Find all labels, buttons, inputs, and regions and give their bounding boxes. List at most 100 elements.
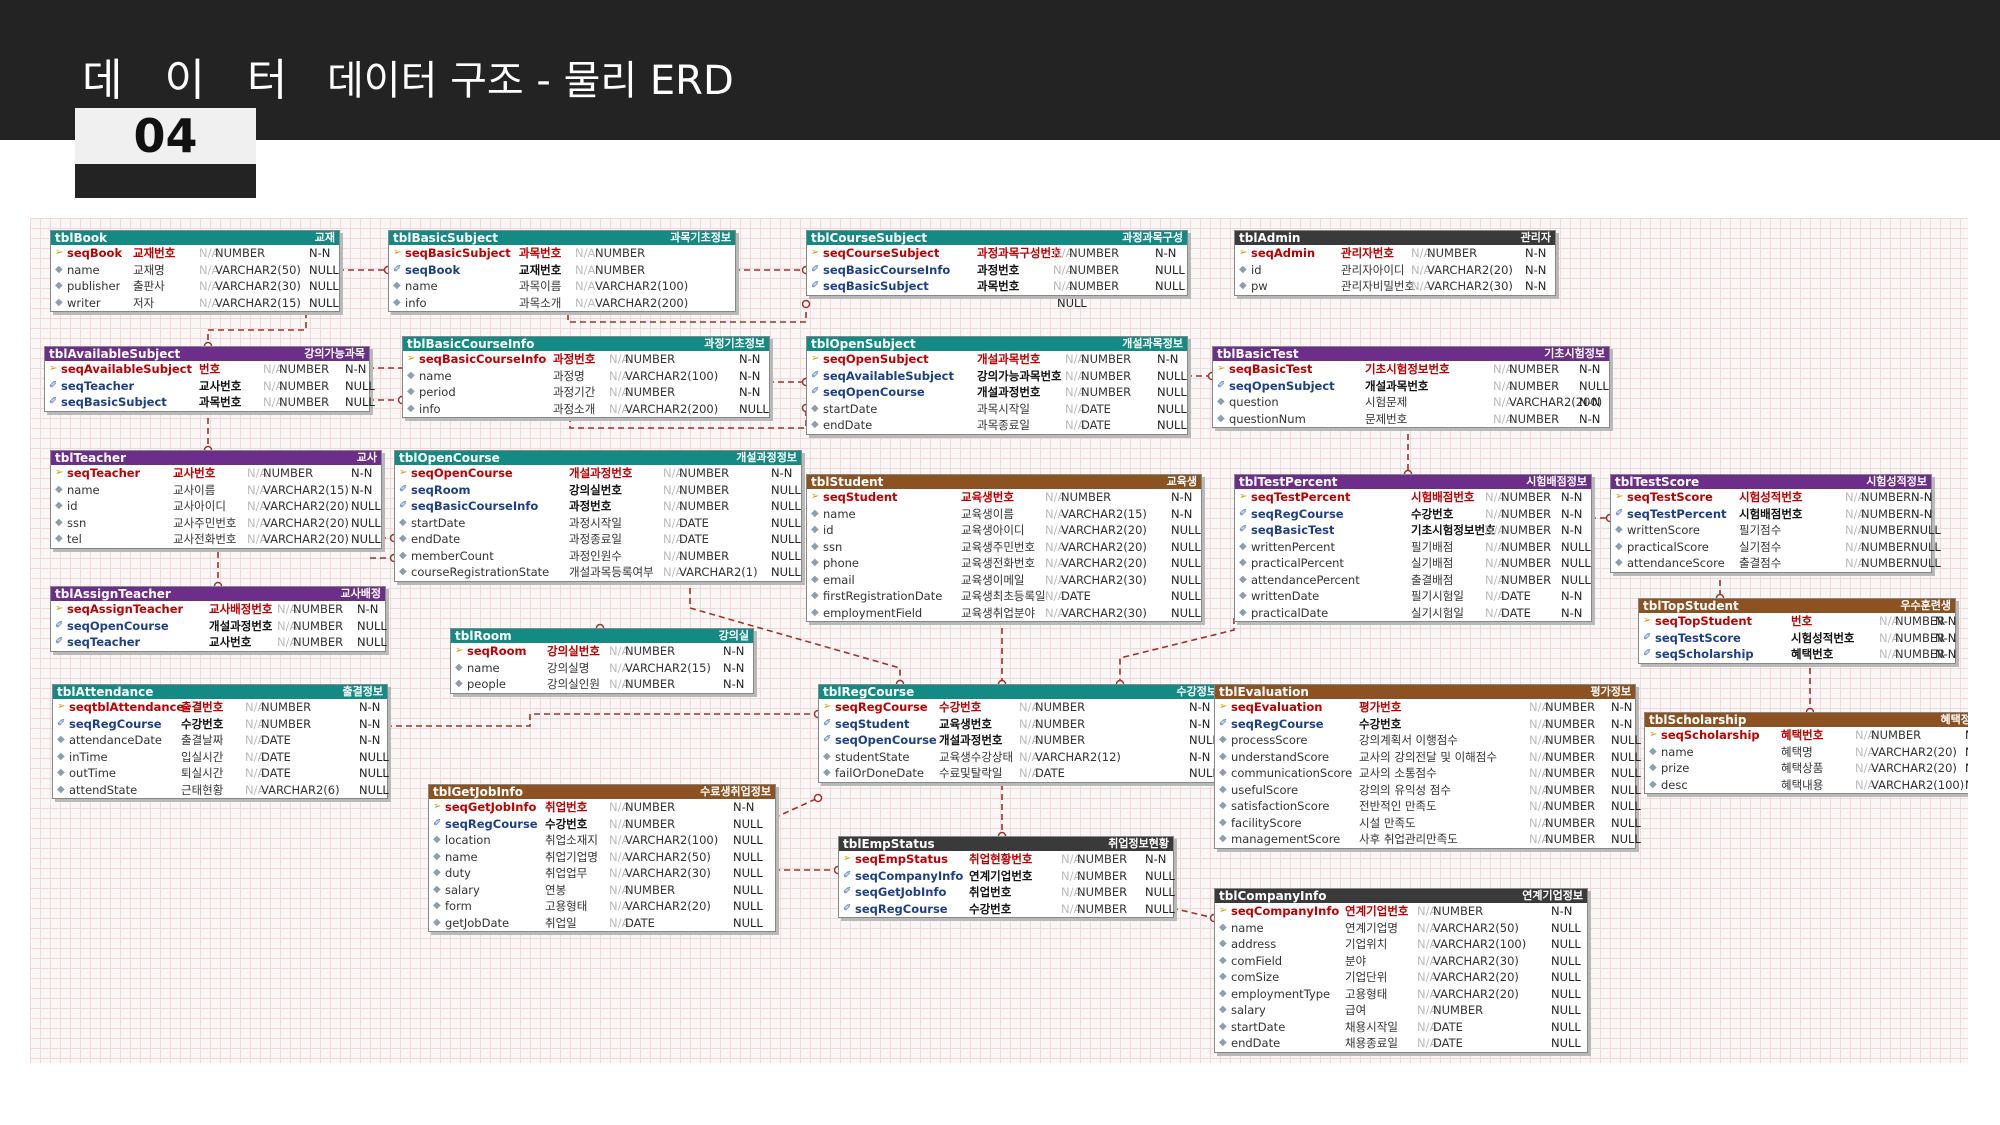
column-nullability: N-N xyxy=(1911,506,1933,521)
column-name: name xyxy=(419,368,452,383)
column-type: NUMBER xyxy=(1895,614,1946,628)
column-nullability: N-N xyxy=(1525,262,1547,277)
column-korean-name: 출결번호 xyxy=(181,700,224,714)
attribute-icon: ◆ xyxy=(811,606,819,618)
attribute-icon: ◆ xyxy=(433,916,441,928)
column-type: DATE xyxy=(1035,766,1065,780)
column-type: DATE xyxy=(1081,401,1111,416)
column-name: endDate xyxy=(1231,1036,1281,1050)
primary-key-icon: ➢ xyxy=(1219,701,1228,712)
column-nullability: NULL xyxy=(1965,744,1968,761)
column-na: N/A xyxy=(1417,1036,1438,1050)
column-name: seqStudent xyxy=(823,490,898,504)
column-na: N/A xyxy=(1045,490,1066,504)
column-type: VARCHAR2(20) xyxy=(1871,761,1957,775)
column-nullability: NULL xyxy=(1911,539,1941,554)
attribute-icon: ◆ xyxy=(433,867,441,878)
column-na: N/A xyxy=(609,849,630,864)
column-type: NUMBER xyxy=(261,700,312,714)
column-korean-name: 취업업무 xyxy=(545,866,588,880)
column-korean-name: 교육생이름 xyxy=(961,506,1014,521)
column-nullability: NULL xyxy=(1551,986,1581,1001)
table-name: tblCompanyInfo xyxy=(1219,889,1327,903)
column-type: NUMBER xyxy=(679,548,730,563)
attribute-icon: ◆ xyxy=(1219,767,1227,778)
column-korean-name: 과정소개 xyxy=(553,401,596,416)
column-name: seqBasicTest xyxy=(1251,523,1335,537)
attribute-icon: ◆ xyxy=(1217,412,1225,424)
foreign-key-icon: ✐ xyxy=(811,263,820,275)
column-name: name xyxy=(445,849,478,864)
column-name: tel xyxy=(67,532,82,546)
column-nullability: N-N xyxy=(1189,716,1211,731)
column-nullability: NULL xyxy=(771,482,801,497)
column-na: N/A xyxy=(1053,262,1074,277)
column-na: N/A xyxy=(1411,262,1432,277)
column-name: writtenDate xyxy=(1251,589,1320,603)
column-nullability: N-N xyxy=(1935,630,1957,645)
column-na: N/A xyxy=(1529,782,1550,797)
column-na: N/A xyxy=(245,716,266,731)
column-korean-name: 관리자비밀번호 xyxy=(1341,279,1416,293)
table-name: tblOpenCourse xyxy=(399,451,500,465)
column-name: seqTestScore xyxy=(1627,490,1713,504)
column-name: id xyxy=(67,499,78,513)
column-type: DATE xyxy=(1433,1036,1463,1050)
attribute-icon: ◆ xyxy=(1219,938,1227,949)
column-type: NUMBER xyxy=(1035,716,1086,731)
column-korean-name: 번호 xyxy=(199,362,221,376)
column-korean-name: 개설과정번호 xyxy=(939,733,1003,747)
column-name: seqOpenSubject xyxy=(1229,378,1335,393)
column-nullability: NULL xyxy=(771,499,801,513)
column-korean-name: 취업현황번호 xyxy=(969,852,1033,866)
column-na: N/A xyxy=(1019,766,1040,780)
attribute-icon: ◆ xyxy=(55,516,63,528)
column-na: N/A xyxy=(1845,556,1866,570)
attribute-icon: ◆ xyxy=(57,750,65,762)
attribute-icon: ◆ xyxy=(57,767,65,778)
column-type: VARCHAR2(100) xyxy=(595,279,689,293)
column-name: startDate xyxy=(1231,1019,1286,1034)
column-type: VARCHAR2(6) xyxy=(261,782,340,797)
column-korean-name: 취업번호 xyxy=(969,885,1012,899)
column-nullability: NULL xyxy=(345,395,375,409)
column-type: NUMBER xyxy=(293,602,344,616)
column-nullability: N-N xyxy=(1611,700,1633,714)
column-type: NUMBER xyxy=(1861,490,1912,504)
column-na: N/A xyxy=(199,246,220,260)
primary-key-icon: ➢ xyxy=(1239,491,1248,502)
column-type: NUMBER xyxy=(1081,368,1132,383)
table-name: tblEvaluation xyxy=(1219,685,1309,699)
column-name: name xyxy=(1661,744,1694,759)
column-nullability: NULL xyxy=(733,899,763,913)
column-nullability: NULL xyxy=(1551,970,1581,984)
column-type: VARCHAR2(20) xyxy=(1871,744,1957,759)
column-na: N/A xyxy=(663,565,684,579)
column-name: seqBook xyxy=(405,262,461,277)
table-name: tblBasicTest xyxy=(1217,347,1299,361)
column-type: NUMBER xyxy=(279,362,330,376)
relationship-line xyxy=(1171,907,1215,919)
